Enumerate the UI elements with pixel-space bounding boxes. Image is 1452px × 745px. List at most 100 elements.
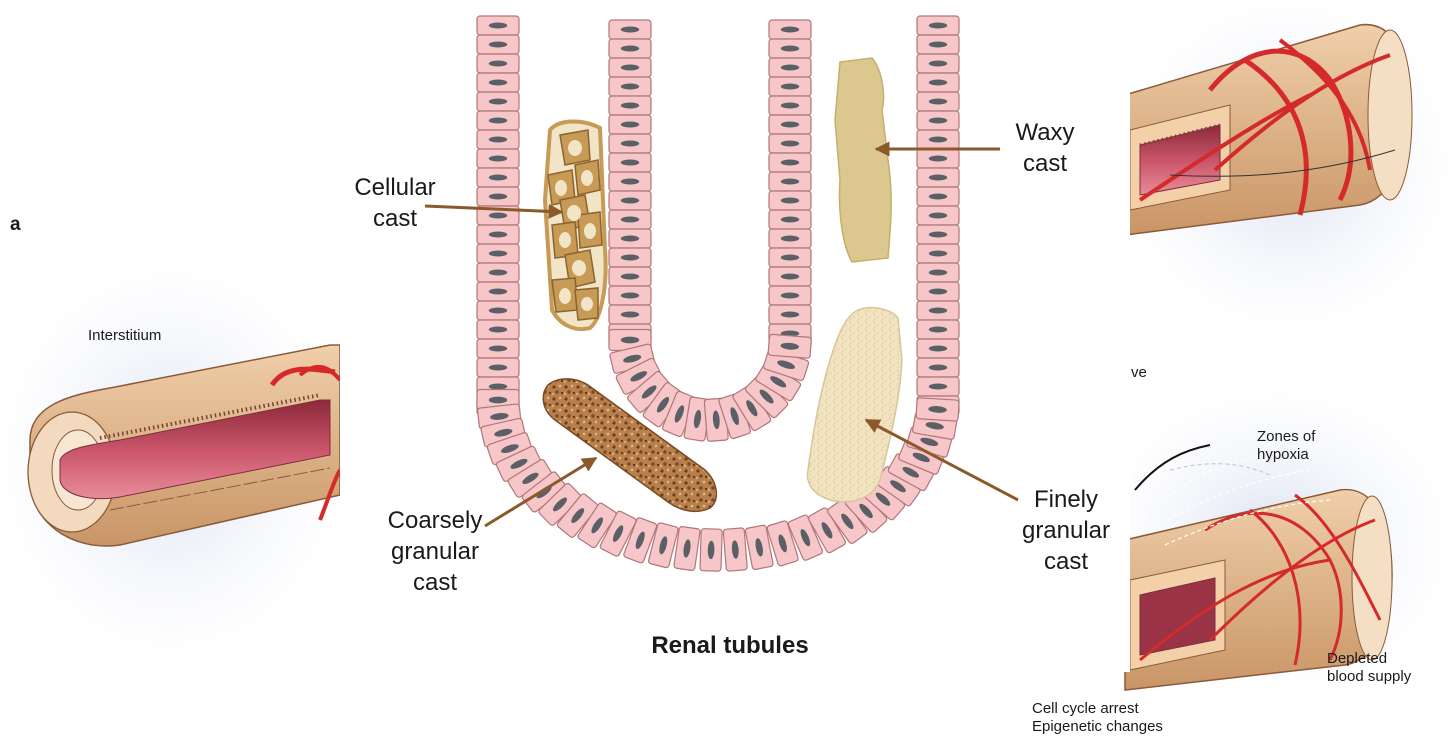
fine-cast-line-2: granular xyxy=(1002,515,1130,546)
cell-nucleus xyxy=(489,79,507,85)
tubule-cell xyxy=(917,263,959,282)
tubule-cell xyxy=(609,286,651,305)
cell-nucleus xyxy=(489,250,507,256)
cell-nucleus xyxy=(781,64,799,70)
panel-letter: a xyxy=(10,214,21,236)
tubule-cell xyxy=(917,320,959,339)
cell-nucleus xyxy=(929,60,947,66)
tubule-cell xyxy=(917,301,959,320)
cell-nucleus xyxy=(621,26,639,32)
fine-cast-line-1: Finely xyxy=(1002,484,1130,515)
cell-nucleus xyxy=(489,60,507,66)
cell-nucleus xyxy=(621,292,639,298)
cell-nucleus xyxy=(489,269,507,275)
coarse-cast-line-1: Coarsely xyxy=(370,505,500,536)
tubule-cell xyxy=(917,339,959,358)
tubule-cell xyxy=(609,77,651,96)
tubule-cell xyxy=(477,225,519,244)
tubule-cell xyxy=(609,153,651,172)
cell-nucleus xyxy=(781,216,799,222)
coarse-cast-line-3: cast xyxy=(370,567,500,598)
cell-nucleus xyxy=(781,83,799,89)
cell-nucleus xyxy=(781,235,799,241)
cell-nucleus xyxy=(621,140,639,146)
tubule-cell xyxy=(917,206,959,225)
tubule-cell xyxy=(609,96,651,115)
tubule-cell xyxy=(769,191,811,210)
waxy-cast xyxy=(835,58,891,262)
cell-nucleus xyxy=(781,102,799,108)
cell-nucleus xyxy=(929,250,947,256)
tubule-cell xyxy=(477,73,519,92)
cell-nucleus xyxy=(489,231,507,237)
tubule-cell xyxy=(477,111,519,130)
tubule-cell xyxy=(477,339,519,358)
cell-nucleus xyxy=(621,159,639,165)
tubule-cell xyxy=(917,377,959,396)
cell-nucleus xyxy=(929,41,947,47)
cell-nucleus xyxy=(489,98,507,104)
tubule-cell xyxy=(769,286,811,305)
tubule-cell xyxy=(609,305,651,324)
cell-nucleus xyxy=(929,79,947,85)
cell-nucleus xyxy=(489,41,507,47)
tubule-cell xyxy=(769,134,811,153)
cell-nucleus xyxy=(781,26,799,32)
cell-nucleus xyxy=(929,288,947,294)
cell-nucleus xyxy=(929,269,947,275)
tubule-cell xyxy=(609,134,651,153)
tubule-cell xyxy=(769,305,811,324)
tubule-cell xyxy=(917,130,959,149)
tubule-cell xyxy=(477,54,519,73)
cellular-cast-line-1: Cellular xyxy=(335,172,455,203)
tubule-cell xyxy=(916,398,959,422)
cell-nucleus xyxy=(781,311,799,317)
cell-nucleus xyxy=(929,136,947,142)
cell-nucleus xyxy=(489,212,507,218)
tubule-cell xyxy=(769,39,811,58)
cell-nucleus xyxy=(489,397,507,404)
tubule-cell xyxy=(477,320,519,339)
tubule-cell xyxy=(609,267,651,286)
tubule-cell xyxy=(609,210,651,229)
tubule-cell xyxy=(477,149,519,168)
cell-nucleus xyxy=(781,159,799,165)
tubule-cell xyxy=(477,301,519,320)
tubule-cell xyxy=(769,153,811,172)
cell-nucleus xyxy=(929,345,947,351)
right-tubule-panel xyxy=(1100,0,1452,690)
tubule-cell xyxy=(477,187,519,206)
tubule-cell xyxy=(477,358,519,377)
cellular-cast-line-2: cast xyxy=(335,203,455,234)
cell-nucleus xyxy=(929,383,947,389)
left-tubule-panel xyxy=(0,265,340,655)
tubule-cell xyxy=(477,168,519,187)
cell-nucleus xyxy=(621,235,639,241)
cell-cycle-line-1: Cell cycle arrest xyxy=(1032,700,1163,718)
cell-nucleus xyxy=(929,155,947,161)
interstitium-label: Interstitium xyxy=(88,327,161,345)
cell-nucleus xyxy=(929,364,947,370)
cell-nucleus xyxy=(781,254,799,260)
waxy-cast-label: Waxy cast xyxy=(990,117,1100,179)
coarse-cast-line-2: granular xyxy=(370,536,500,567)
tubule-cell xyxy=(769,96,811,115)
cell-cycle-label: Cell cycle arrest Epigenetic changes xyxy=(1032,700,1163,736)
cell-nucleus xyxy=(929,117,947,123)
blood-line-1: Depleted xyxy=(1327,650,1411,668)
cell-nucleus xyxy=(621,216,639,222)
tubule-cell xyxy=(917,282,959,301)
cell-nucleus xyxy=(489,345,507,351)
waxy-cast-line-1: Waxy xyxy=(990,117,1100,148)
tubule-cell xyxy=(917,16,959,35)
tubule-cell xyxy=(769,229,811,248)
tubule-cell xyxy=(917,168,959,187)
cell-nucleus xyxy=(929,174,947,180)
fine-granular-cast-label: Finely granular cast xyxy=(1002,484,1130,577)
tubule-cell xyxy=(609,191,651,210)
tubule-cell xyxy=(769,58,811,77)
cell-nucleus xyxy=(929,307,947,313)
hypoxia-line-1: Zones of xyxy=(1257,428,1315,446)
coarse-granular-cast-label: Coarsely granular cast xyxy=(370,505,500,598)
tubule-cell xyxy=(769,115,811,134)
